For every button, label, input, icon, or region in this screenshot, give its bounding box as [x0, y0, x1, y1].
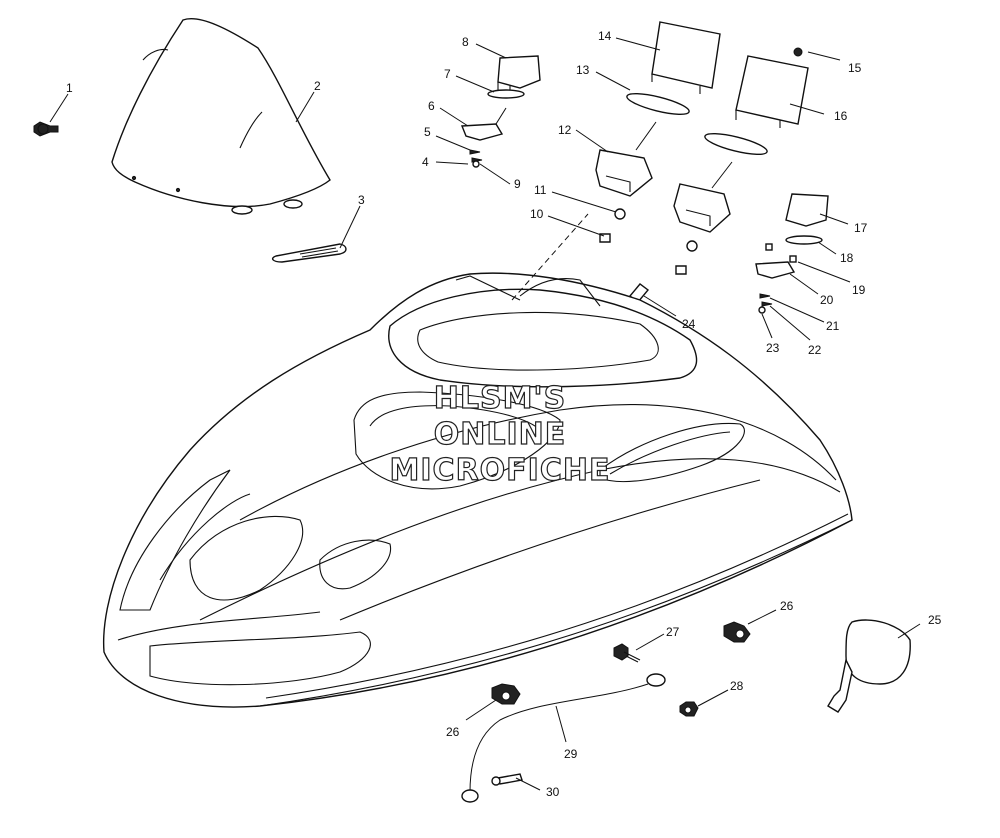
gauge-assembly-right: [673, 47, 809, 275]
callouts: 1 2 3 4 5 6 7 8 9 10 11 12 13 14 15 16 1: [49, 29, 942, 799]
callout-label: 25: [928, 613, 942, 627]
callout-label: 28: [730, 679, 744, 693]
callout-label: 9: [514, 177, 521, 191]
part-30-rivet: [491, 773, 523, 786]
part-1-fastener: [33, 121, 59, 137]
part-25-mirror: [827, 619, 911, 713]
callout-label: 17: [854, 221, 868, 235]
callout-label: 13: [576, 63, 590, 77]
callout-label: 7: [444, 67, 451, 81]
callout-label: 5: [424, 125, 431, 139]
callout-label: 4: [422, 155, 429, 169]
gauge-assembly-left: [595, 21, 721, 243]
part-29-cable: [461, 673, 666, 803]
callout-label: 8: [462, 35, 469, 49]
watermark: HLSM'S ONLINE MICROFICHE: [389, 380, 611, 488]
callout-label: 10: [530, 207, 544, 221]
callout-label: 2: [314, 79, 321, 93]
watermark-line-2: ONLINE: [434, 417, 567, 452]
callout-label: 15: [848, 61, 862, 75]
callout-label: 20: [820, 293, 834, 307]
callout-label: 26: [446, 725, 460, 739]
callout-label: 26: [780, 599, 794, 613]
callout-label: 12: [558, 123, 572, 137]
callout-label: 24: [682, 317, 696, 331]
part-28-nut: [679, 701, 699, 717]
callout-label: 29: [564, 747, 578, 761]
part-26-clip-left: [491, 683, 521, 705]
callout-label: 30: [546, 785, 560, 799]
callout-label: 1: [66, 81, 73, 95]
gauge-mount-right-small: [755, 193, 829, 314]
callout-label: 18: [840, 251, 854, 265]
callout-label: 3: [358, 193, 365, 207]
assembly-lines: [495, 107, 733, 301]
callout-label: 11: [534, 183, 547, 197]
callout-label: 6: [428, 99, 435, 113]
callout-label: 23: [766, 341, 780, 355]
part-26-clip-right: [723, 621, 751, 643]
callout-label: 16: [834, 109, 848, 123]
callout-label: 21: [826, 319, 840, 333]
part-27-screw: [613, 643, 641, 663]
part-2-windshield: [111, 18, 331, 215]
callout-label: 19: [852, 283, 866, 297]
hood-body: [102, 272, 853, 708]
callout-label: 14: [598, 29, 612, 43]
part-3-handle: [271, 243, 347, 263]
callout-label: 27: [666, 625, 680, 639]
callout-label: 22: [808, 343, 822, 357]
watermark-line-1: HLSM'S: [434, 381, 566, 416]
watermark-line-3: MICROFICHE: [390, 453, 611, 488]
gauge-mount-left-small: [460, 55, 541, 168]
